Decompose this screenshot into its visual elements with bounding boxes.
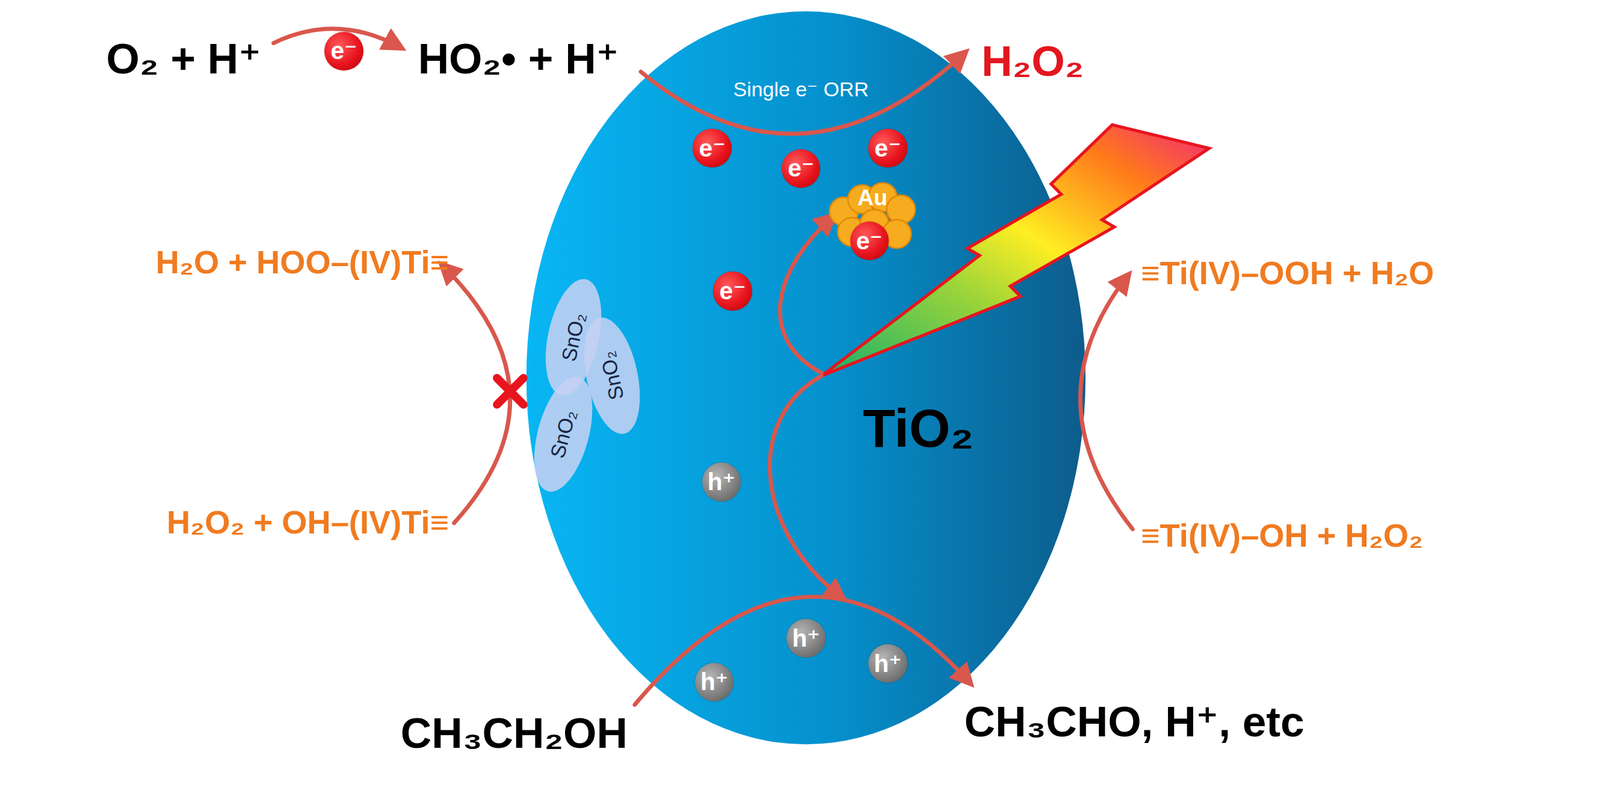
au-label: Au <box>857 186 888 209</box>
light-bolt <box>821 124 1209 376</box>
surface-reaction-label: ≡Ti(IV)–OOH + H₂O <box>1140 255 1434 292</box>
species-label: CH₃CHO, H⁺, etc <box>964 698 1305 745</box>
electron-circle: e⁻ <box>781 149 821 188</box>
hole-circle: h⁺ <box>868 643 907 683</box>
electron-path-arrow <box>779 216 833 373</box>
electron-circle: e⁻ <box>868 128 907 168</box>
electron-label: e⁻ <box>856 228 883 254</box>
reduction-arrow <box>273 28 400 48</box>
hole-circle: h⁺ <box>702 462 741 501</box>
species-label: H₂O₂ <box>981 37 1084 85</box>
surface-reaction-label: H₂O₂ + OH–(IV)Ti≡ <box>166 504 449 541</box>
tio2-particle: e⁻e⁻e⁻e⁻Aue⁻SnO₂SnO₂SnO₂h⁺h⁺h⁺h⁺TiO₂ <box>525 10 1087 745</box>
electron-label: e⁻ <box>699 135 726 161</box>
surface-reaction-label: H₂O + HOO–(IV)Ti≡ <box>155 244 449 281</box>
surface-reaction-label: ≡Ti(IV)–OH + H₂O₂ <box>1140 517 1424 554</box>
blocked-decomposition-arrow <box>442 265 511 523</box>
electron-circle: e⁻ <box>713 271 752 310</box>
electron-label: e⁻ <box>787 155 815 181</box>
electron-circle: e⁻ <box>324 31 363 71</box>
orr-arrow <box>640 53 965 135</box>
decomposition-arrow <box>1080 275 1133 529</box>
process-label: Single e⁻ ORR <box>733 78 869 102</box>
block-cross <box>497 377 524 405</box>
species-label: O₂ + H⁺ <box>106 35 262 83</box>
species-label: HO₂• + H⁺ <box>418 35 620 83</box>
oxidation-arrow <box>634 596 970 705</box>
hole-label: h⁺ <box>791 625 820 651</box>
hole-circle: h⁺ <box>694 662 734 702</box>
tio2-label: TiO₂ <box>862 401 975 455</box>
hole-label: h⁺ <box>707 469 736 495</box>
electron-label: e⁻ <box>874 135 901 161</box>
electron-label: e⁻ <box>719 278 747 304</box>
hole-path-arrow <box>769 375 842 597</box>
electron-circle: e⁻ <box>850 221 889 260</box>
species-label: CH₃CH₂OH <box>400 708 628 756</box>
hole-label: h⁺ <box>873 651 902 676</box>
electron-label: e⁻ <box>330 38 357 64</box>
hole-circle: h⁺ <box>786 618 825 658</box>
au-cluster: e⁻ Au <box>821 178 924 261</box>
hole-label: h⁺ <box>700 669 729 694</box>
electron-circle: e⁻ <box>692 128 732 168</box>
